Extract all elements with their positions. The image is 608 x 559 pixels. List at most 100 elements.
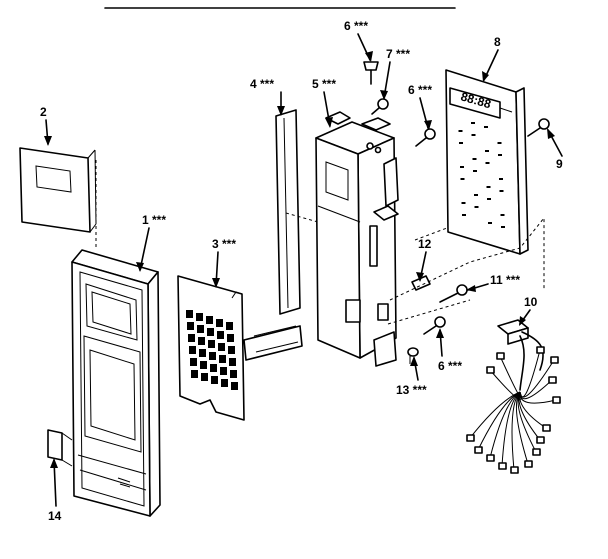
harness-wires bbox=[466, 346, 561, 474]
keypad-key bbox=[190, 358, 197, 366]
keypad-key bbox=[230, 370, 237, 378]
callout-2: 2 bbox=[40, 105, 47, 119]
callout-8: 8 bbox=[494, 35, 501, 49]
board-component bbox=[474, 206, 479, 208]
screw-11 bbox=[439, 284, 468, 303]
part-14-clip bbox=[47, 429, 73, 467]
keypad-keys bbox=[186, 310, 238, 390]
screw-9 bbox=[527, 118, 550, 137]
board-component bbox=[498, 154, 502, 156]
wire-terminal bbox=[498, 462, 507, 470]
keypad-key bbox=[198, 337, 205, 345]
board-component bbox=[499, 178, 503, 180]
board-component bbox=[488, 222, 492, 224]
keypad-key bbox=[201, 373, 208, 381]
keypad-key bbox=[187, 322, 194, 330]
wire-terminal bbox=[550, 356, 559, 364]
board-component bbox=[485, 162, 490, 164]
screw-6-top bbox=[363, 61, 379, 85]
harness-wire bbox=[499, 355, 522, 398]
callout-14: 14 bbox=[48, 509, 62, 523]
keypad-key bbox=[219, 355, 226, 363]
part-1-control-panel-frame bbox=[71, 249, 161, 517]
keypad-key bbox=[216, 319, 223, 327]
callout-7: 7 *** bbox=[386, 47, 410, 61]
board-component bbox=[460, 178, 465, 180]
wire-terminal bbox=[510, 466, 519, 474]
wire-terminal bbox=[536, 436, 545, 444]
callout-3: 3 *** bbox=[212, 237, 236, 251]
part-2-window-panel bbox=[19, 147, 97, 250]
callout-11: 11 *** bbox=[490, 273, 520, 287]
arrowheads bbox=[44, 51, 555, 468]
keypad-key bbox=[188, 334, 195, 342]
callout-10: 10 bbox=[524, 295, 538, 309]
wire-terminal bbox=[466, 434, 475, 442]
screw-6-right bbox=[415, 128, 436, 147]
callout-5: 5 *** bbox=[312, 77, 336, 91]
keypad-key bbox=[199, 349, 206, 357]
callout-6-top: 6 *** bbox=[344, 19, 368, 33]
wire-terminal bbox=[532, 448, 541, 456]
keypad-key bbox=[191, 370, 198, 378]
keypad-key bbox=[217, 331, 224, 339]
board-component bbox=[487, 198, 491, 200]
board-component bbox=[486, 186, 491, 188]
board-component bbox=[458, 130, 463, 132]
keypad-key bbox=[226, 322, 233, 330]
keypad-key bbox=[196, 313, 203, 321]
harness-wire bbox=[489, 369, 522, 400]
harness-wire bbox=[511, 391, 521, 471]
board-component bbox=[499, 190, 504, 192]
keypad-key bbox=[227, 334, 234, 342]
callout-9: 9 bbox=[556, 157, 563, 171]
keypad-key bbox=[228, 346, 235, 354]
keypad-key bbox=[207, 328, 214, 336]
board-component bbox=[462, 214, 466, 216]
board-component bbox=[484, 126, 488, 128]
keypad-key bbox=[208, 340, 215, 348]
keypad-key bbox=[221, 379, 228, 387]
callout-4: 4 *** bbox=[250, 77, 274, 91]
keypad-key bbox=[220, 367, 227, 375]
board-component bbox=[461, 202, 466, 204]
keypad-key bbox=[231, 382, 238, 390]
board-component bbox=[501, 226, 505, 228]
harness-wire bbox=[489, 391, 521, 459]
callout-1: 1 *** bbox=[142, 213, 166, 227]
callout-6-bottom: 6 *** bbox=[438, 359, 462, 373]
board-component bbox=[460, 166, 464, 168]
keypad-key bbox=[210, 364, 217, 372]
part-4-strip bbox=[275, 109, 301, 315]
keypad-key bbox=[218, 343, 225, 351]
keypad-key bbox=[209, 352, 216, 360]
wire-terminal bbox=[542, 424, 551, 432]
board-components bbox=[458, 122, 505, 228]
board-component bbox=[474, 194, 478, 196]
callout-12: 12 bbox=[418, 237, 432, 251]
board-component bbox=[500, 214, 505, 216]
board-component bbox=[459, 142, 463, 144]
keypad-key bbox=[186, 310, 193, 318]
wire-terminal bbox=[552, 396, 561, 404]
wire-terminal bbox=[496, 352, 505, 360]
washer-13 bbox=[407, 347, 419, 364]
keypad-key bbox=[197, 325, 204, 333]
callout-labels: 2 1 *** 3 *** 4 *** 5 *** 6 *** 7 *** 6 … bbox=[40, 19, 563, 523]
keypad-key bbox=[189, 346, 196, 354]
wire-terminal bbox=[474, 446, 483, 454]
part-10-wire-harness bbox=[466, 319, 561, 474]
harness-wire bbox=[501, 391, 521, 467]
board-component bbox=[485, 150, 489, 152]
screw-7 bbox=[371, 98, 389, 115]
board-component bbox=[473, 170, 477, 172]
board-component bbox=[471, 134, 476, 136]
wire-terminal bbox=[536, 346, 545, 354]
part-8-circuit-board: 88:88 bbox=[445, 69, 529, 255]
board-component bbox=[497, 142, 502, 144]
wire-terminal bbox=[548, 376, 557, 384]
callout-13: 13 *** bbox=[396, 383, 427, 397]
keypad-key bbox=[200, 361, 207, 369]
